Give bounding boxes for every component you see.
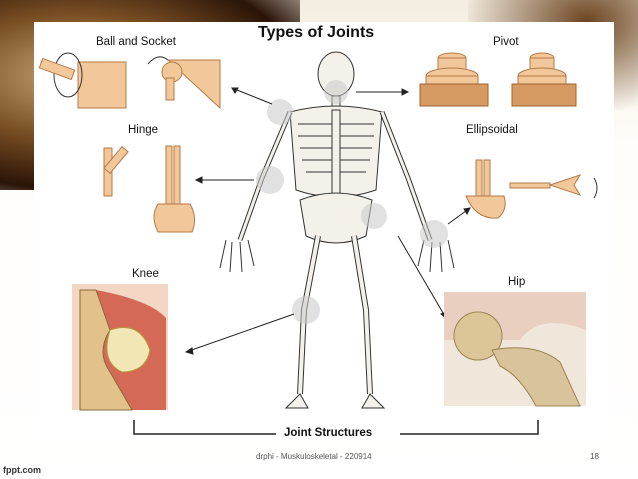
- label-ellipsoidal: Ellipsoidal: [466, 124, 518, 136]
- label-hinge: Hinge: [128, 124, 158, 136]
- knee-illustration: [72, 284, 168, 410]
- label-pivot: Pivot: [493, 36, 519, 48]
- ellipsoidal-model: [466, 160, 597, 218]
- page-number: 18: [590, 452, 599, 461]
- ball-socket-model: [39, 53, 220, 108]
- pivot-model: [420, 53, 576, 106]
- hinge-model: [104, 146, 195, 232]
- footer-text: drphi - Muskuloskeletal - 220914: [256, 452, 372, 461]
- label-ball-socket: Ball and Socket: [96, 36, 176, 48]
- label-hip: Hip: [508, 276, 525, 288]
- hip-illustration: [444, 292, 586, 406]
- label-joint-structures: Joint Structures: [284, 427, 372, 439]
- slide-title: Types of Joints: [258, 24, 374, 42]
- label-knee: Knee: [132, 268, 159, 280]
- skeleton-figure: [220, 52, 454, 408]
- brand-logo-text: fppt.com: [3, 465, 41, 475]
